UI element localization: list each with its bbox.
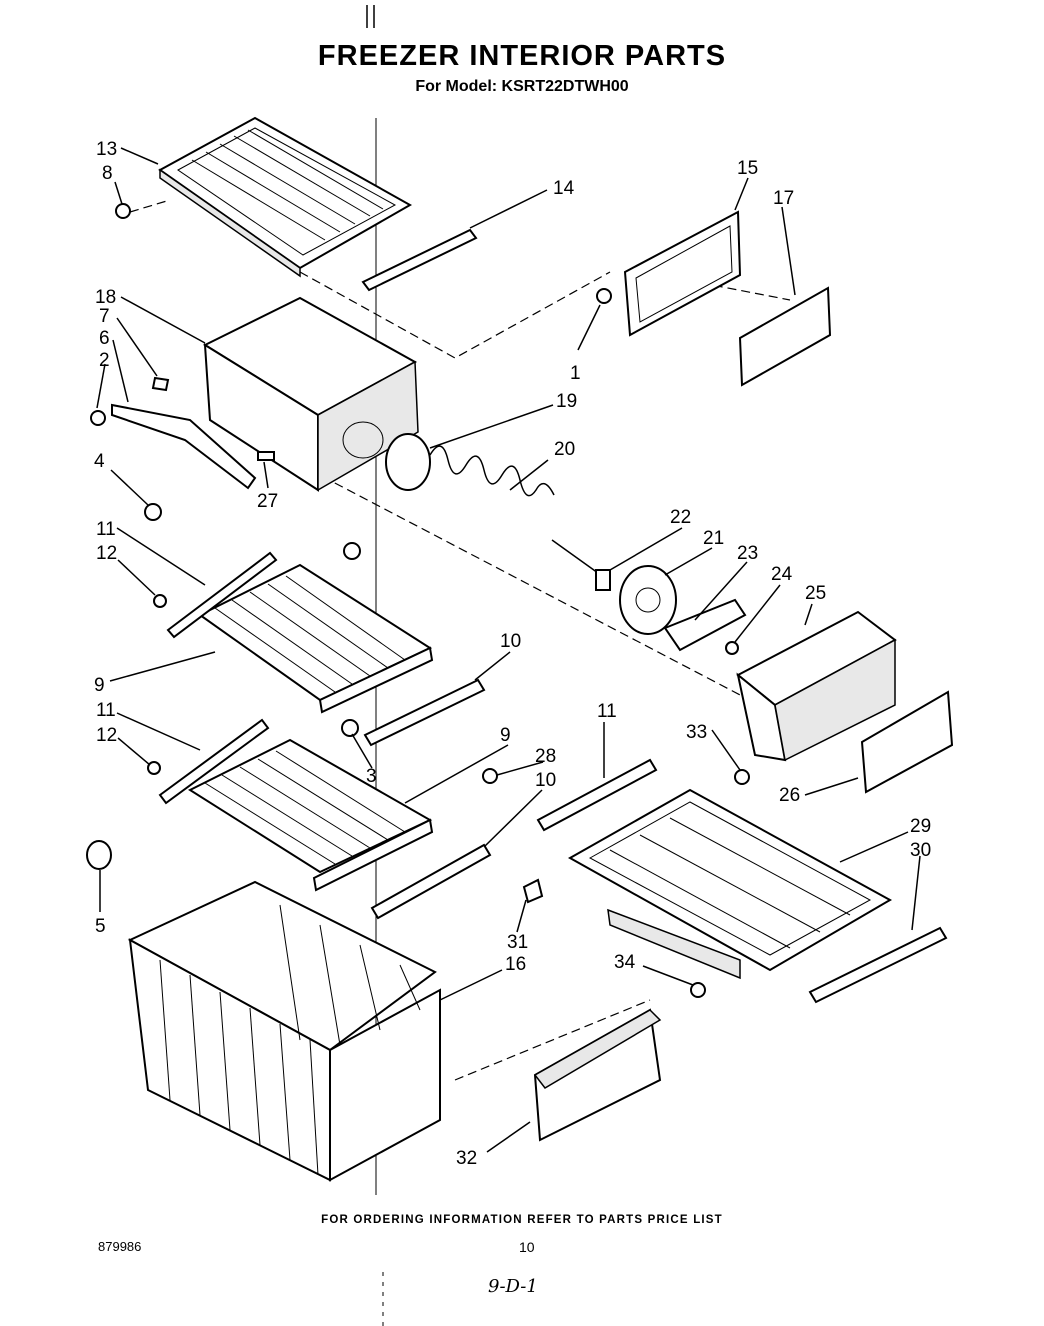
callout-27: 27 [257, 491, 278, 512]
document-number: 879986 [98, 1239, 142, 1254]
page-number: 10 [519, 1239, 535, 1255]
callout-31: 31 [507, 932, 528, 953]
callout-13: 13 [96, 139, 117, 160]
callout-21: 21 [703, 528, 724, 549]
callout-2: 2 [99, 350, 110, 371]
callout-7: 7 [99, 306, 110, 327]
part-dispenser-housing [736, 610, 897, 762]
callout-9-a: 9 [94, 675, 105, 696]
callout-12-a: 12 [96, 543, 117, 564]
callout-10-a: 10 [500, 631, 521, 652]
part-auger [385, 433, 606, 579]
callout-34: 34 [614, 952, 636, 973]
part-slide-frame [567, 788, 893, 980]
callout-32: 32 [456, 1148, 477, 1169]
callout-30: 30 [910, 840, 931, 861]
fasteners [115, 203, 750, 998]
part-trim-30 [808, 926, 948, 1004]
callout-14: 14 [553, 178, 575, 199]
part-trim-10-upper [363, 678, 486, 747]
part-top-shelf [158, 116, 413, 278]
callout-28: 28 [535, 746, 556, 767]
model-subtitle: For Model: KSRT22DTWH00 [415, 78, 629, 95]
callout-11-a: 11 [96, 519, 116, 540]
callout-19: 19 [556, 391, 577, 412]
callout-33: 33 [686, 722, 707, 743]
part-clip-31 [522, 878, 544, 904]
callout-5: 5 [95, 916, 106, 937]
callout-6: 6 [99, 328, 110, 349]
registration-marks [366, 5, 384, 1326]
callout-17: 17 [773, 188, 794, 209]
callout-26: 26 [779, 785, 800, 806]
callout-11-c: 11 [597, 701, 617, 722]
part-trim-11-right [536, 758, 658, 832]
callout-9-b: 9 [500, 725, 511, 746]
part-screw-27 [257, 451, 275, 461]
part-bracket [90, 376, 257, 490]
ordering-note: FOR ORDERING INFORMATION REFER TO PARTS … [321, 1214, 723, 1226]
callout-24: 24 [771, 564, 793, 585]
callout-4: 4 [94, 451, 105, 472]
leader-lines [96, 147, 921, 1153]
part-knob-5 [86, 840, 112, 870]
callout-10-b: 10 [535, 770, 556, 791]
handwritten-note: 9-D-1 [488, 1276, 538, 1297]
callout-15: 15 [737, 158, 758, 179]
callout-labels: 13 8 14 15 17 18 7 6 2 1 19 20 4 27 22 1… [94, 139, 931, 1169]
callout-12-b: 12 [96, 725, 117, 746]
callout-25: 25 [805, 583, 826, 604]
part-trim-10-lower [370, 843, 492, 920]
callout-22: 22 [670, 507, 691, 528]
part-shelf-upper [166, 551, 434, 714]
callout-18: 18 [95, 287, 116, 308]
part-ice-bin-housing [202, 296, 419, 492]
part-drive-assembly [595, 565, 747, 655]
callout-29: 29 [910, 816, 931, 837]
callout-20: 20 [554, 439, 575, 460]
part-wire-basket [127, 880, 441, 1182]
part-screw-4 [144, 503, 162, 521]
part-front-panel [533, 1008, 662, 1142]
callout-23: 23 [737, 543, 758, 564]
page-title: FREEZER INTERIOR PARTS [317, 40, 727, 72]
part-panel-26 [860, 690, 954, 794]
part-shelf-lower [158, 718, 434, 892]
part-frame-15 [623, 210, 742, 337]
callout-3: 3 [366, 766, 377, 787]
callout-8: 8 [102, 163, 113, 184]
callout-1: 1 [570, 363, 581, 384]
callout-16: 16 [505, 954, 526, 975]
callout-11-b: 11 [96, 700, 116, 721]
part-panel-17 [738, 286, 832, 387]
part-shelf-trim-14 [361, 228, 478, 292]
